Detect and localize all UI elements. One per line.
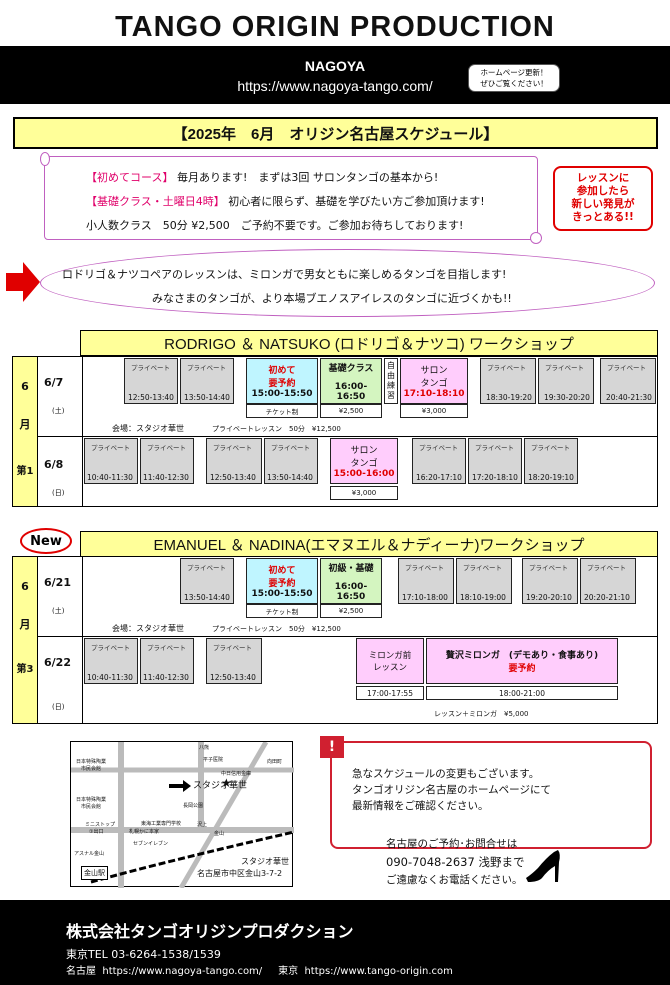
milonga-event-slot: 贅沢ミロンガ (デモあり・食事あり)要予約 [426,638,618,684]
scroll-curl-icon [40,152,50,166]
star-icon: ★ [221,776,232,790]
access-map: スタジオ華世 ★ 日本特殊陶業 市民会館 日本特殊陶業 市民会館 ミニストップ … [70,741,294,888]
pair-message [40,249,655,317]
workshop1-title: RODRIGO ＆ NATSUKO (ロドリゴ＆ナツコ) ワークショップ [80,330,658,356]
city-label: NAGOYA [304,58,366,74]
footer-links: 名古屋 https://www.nagoya-tango.com/ 東京 htt… [66,966,453,977]
nagoya-link[interactable]: https://www.nagoya-tango.com/ [102,966,263,977]
contact-line1: 名古屋のご予約･お問合せは [386,838,518,850]
month-column [12,356,38,507]
update-callout: ホームページ更新！ ぜひご覧ください！ [468,64,560,92]
pair-message-line1: ロドリゴ＆ナツコペアのレッスンは、ミロンガで男女ともに楽しめるタンゴを目指します… [62,268,507,281]
company-name: 株式会社タンゴオリジンプロダクション [66,922,354,941]
tokyo-tel: 東京TEL 03-6264-1538/1539 [66,948,221,961]
arrow-right-icon [6,262,40,302]
intro-scroll [44,156,538,240]
tokyo-link[interactable]: https://www.tango-origin.com [304,966,453,977]
milonga-lesson-slot: ミロンガ前レッスン [356,638,424,684]
homepage-link[interactable]: https://www.nagoya-tango.com/ [237,78,433,94]
intro-line2: 【基礎クラス・土曜日4時】 初心者に限らず、基礎を学びたい方ご参加頂けます! [86,195,485,208]
workshop2-title: EMANUEL ＆ NADINA(エマヌエル＆ナディーナ)ワークショップ [80,531,658,557]
intro-line3: 小人数クラス 50分 ¥2,500 ご予約不要です。ご参加お待ちしております! [86,219,464,232]
month-column [12,556,38,724]
contact-phone[interactable]: 090-7048-2637 浅野まで [386,855,525,869]
new-badge: New [20,528,72,554]
scroll-curl-icon [530,232,542,244]
callout-line2: ぜひご覧ください！ [480,79,548,88]
alert-icon: ! [320,736,344,758]
notice-box [330,741,652,849]
high-heel-icon [526,850,560,882]
header-band [0,46,670,104]
page-title: TANGO ORIGIN PRODUCTION [115,10,555,43]
lesson-note-box: レッスンに参加したら新しい発見がきっとある!! [553,166,653,231]
contact-line3: ご遠慮なくお電話ください。 [386,874,523,886]
free-practice-slot: 自由練習 [384,358,398,404]
footer: 株式会社タンゴオリジンプロダクション 東京TEL 03-6264-1538/15… [0,900,670,985]
schedule-banner: 【2025年 6月 オリジン名古屋スケジュール】 [13,117,658,149]
callout-line1: ホームページ更新！ [480,68,548,77]
pair-message-line2: みなさまのタンゴが、より本場ブエノスアイレスのタンゴに近づくかも!! [152,292,512,305]
intro-line1: 【初めてコース】 毎月あります! まずは3回 サロンタンゴの基本から! [86,171,439,184]
